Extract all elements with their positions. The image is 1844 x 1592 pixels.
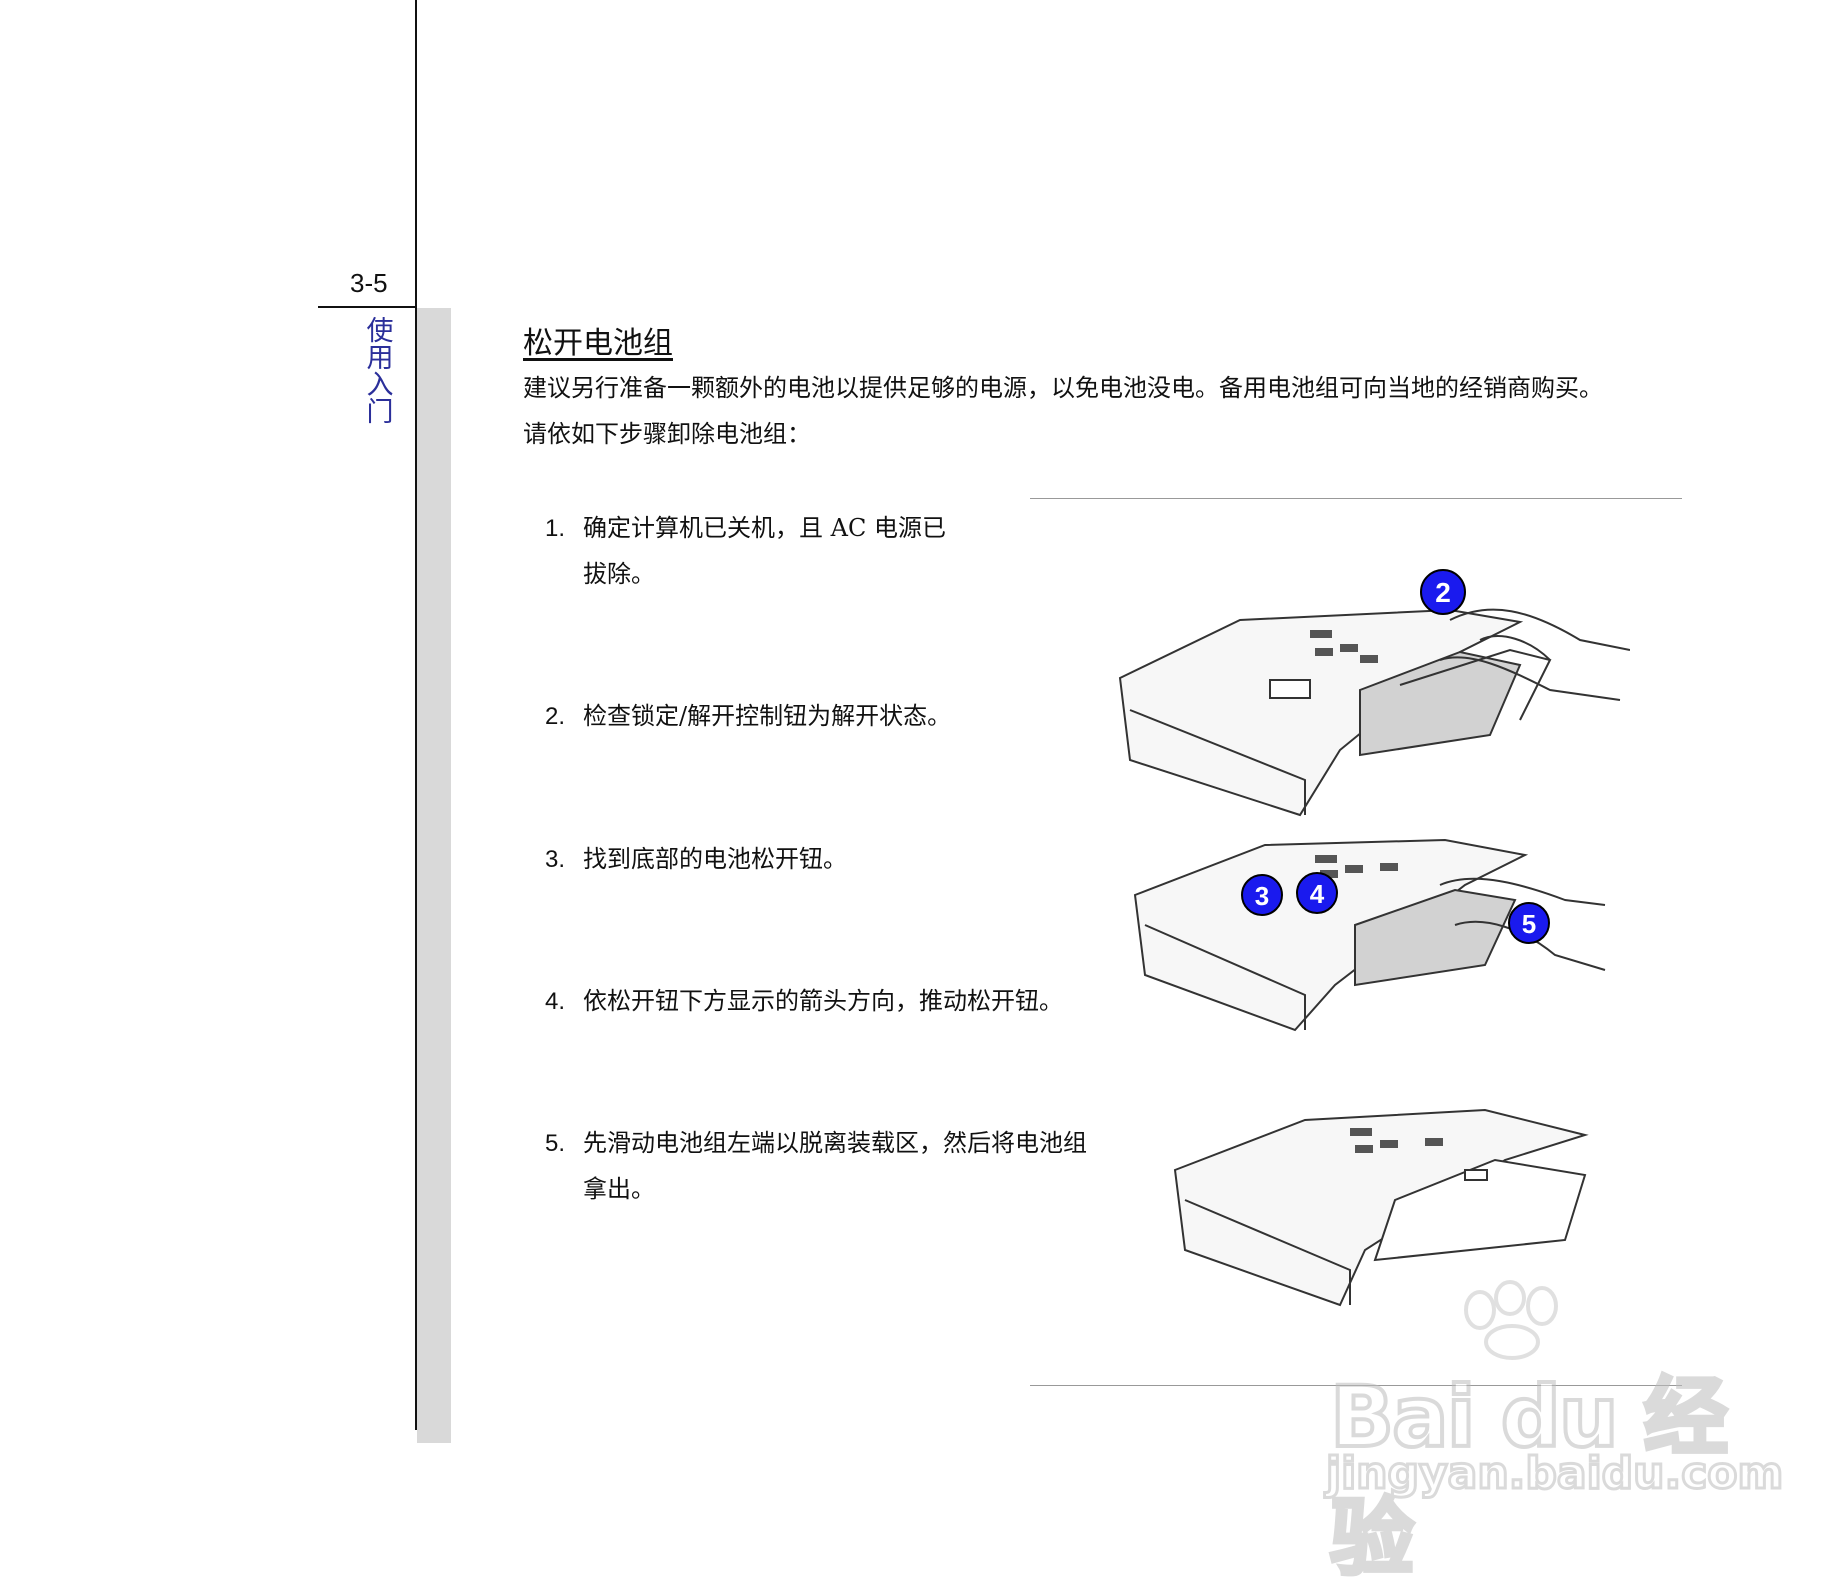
intro-line: 请依如下步骤卸除电池组： — [523, 420, 811, 448]
paw-icon — [1464, 1280, 1558, 1360]
step-text: 找到底部的电池松开钮。 — [583, 845, 847, 873]
step-4: 4. 依松开钮下方显示的箭头方向，推动松开钮。 — [545, 978, 1063, 1025]
baidu-watermark: Bai du 经验 jingyan.baidu.com — [1320, 1280, 1785, 1589]
laptop-battery-slide-illustration: 2 — [1118, 569, 1630, 817]
step-number: 5. — [545, 1130, 566, 1157]
chapter-char: 使 — [366, 316, 394, 347]
step-5: 5. 先滑动电池组左端以脱离装载区，然后将电池组拿出。 — [545, 1120, 1087, 1212]
callout-2-label: 2 — [1435, 577, 1451, 608]
step-number: 2. — [545, 703, 566, 730]
callout-3-marker — [1241, 874, 1283, 916]
watermark-url: jingyan.baidu.com — [1324, 1447, 1784, 1501]
callout-4-label: 4 — [1310, 879, 1325, 909]
laptop-battery-removed-illustration — [1173, 1108, 1589, 1307]
step-number: 3. — [545, 846, 566, 873]
step-number: 4. — [545, 988, 566, 1015]
step-1: 1. 确定计算机已关机，且 AC 电源已拔除。 — [545, 505, 946, 597]
bottom-divider — [1030, 1385, 1682, 1386]
callout-3-label: 3 — [1255, 881, 1269, 911]
step-2: 2. 检查锁定/解开控制钮为解开状态。 — [545, 693, 951, 740]
step-number: 1. — [545, 515, 566, 542]
laptop-release-button-illustration: 3 4 5 — [1133, 838, 1606, 1032]
chapter-char: 用 — [366, 343, 394, 374]
callout-5-marker — [1508, 902, 1550, 944]
step-text: 先滑动电池组左端以脱离装载区，然后将电池组 — [583, 1129, 1087, 1157]
callout-4-marker — [1296, 872, 1338, 914]
chapter-char: 门 — [366, 397, 394, 428]
step-3: 3. 找到底部的电池松开钮。 — [545, 836, 847, 883]
intro-line: 建议另行准备一颗额外的电池以提供足够的电源，以免电池没电。备用电池组可向当地的经… — [523, 374, 1603, 402]
top-divider — [1030, 498, 1682, 499]
chapter-char: 入 — [366, 370, 394, 401]
step-text: 拿出。 — [583, 1175, 655, 1203]
callout-2-marker — [1420, 569, 1466, 615]
page-number-rule — [318, 306, 417, 308]
step-text: 依松开钮下方显示的箭头方向，推动松开钮。 — [583, 987, 1063, 1015]
callout-5-label: 5 — [1522, 909, 1536, 939]
margin-gray-band — [417, 308, 451, 1443]
step-text: 确定计算机已关机，且 AC 电源已 — [583, 514, 946, 542]
step-text: 拔除。 — [583, 560, 655, 588]
intro-paragraph: 建议另行准备一颗额外的电池以提供足够的电源，以免电池没电。备用电池组可向当地的经… — [523, 365, 1703, 457]
margin-rule — [415, 0, 417, 1430]
page-number: 3-5 — [350, 268, 388, 298]
step-text: 检查锁定/解开控制钮为解开状态。 — [583, 702, 952, 730]
section-title: 松开电池组 — [523, 326, 673, 361]
chapter-label: 使 用 入 门 — [365, 318, 395, 426]
